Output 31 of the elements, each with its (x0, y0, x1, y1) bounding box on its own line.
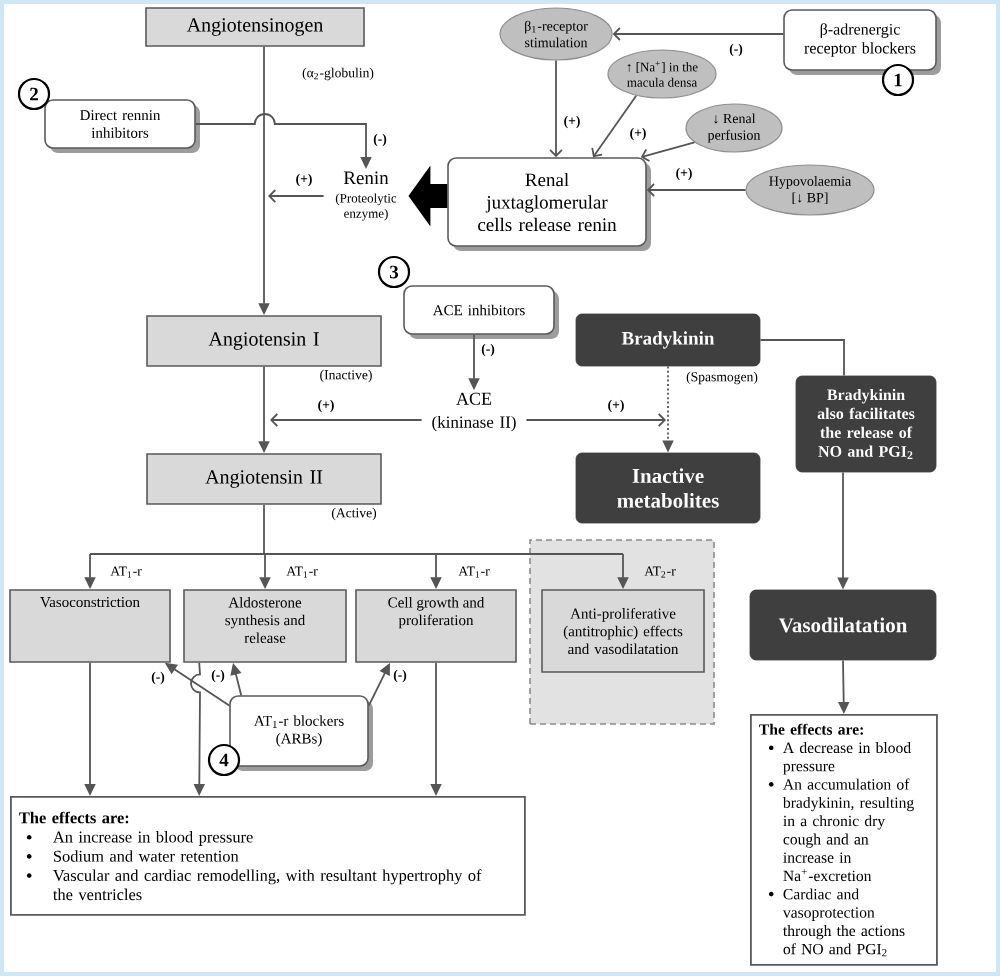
process-box: Angiotensin II (146, 453, 382, 505)
callout-number: 1 (881, 63, 915, 97)
effects-box (10, 796, 526, 916)
process-box: Bradykinin (575, 313, 761, 367)
list-item: Sodium and water retention (54, 850, 239, 862)
term-label: Renin (343, 171, 389, 185)
connector-line (759, 339, 845, 377)
process-box: Angiotensinogen (145, 7, 365, 47)
list-item: An increase in blood pressure (53, 831, 253, 846)
term-label: ACE (456, 392, 492, 405)
effects-box (750, 714, 938, 966)
process-box: Vasodilatation (749, 589, 937, 661)
note-text: (kininase II) (432, 415, 516, 432)
callout-number: 4 (207, 743, 241, 777)
process-box: Angiotensin I (146, 315, 382, 367)
process-box: Bradykinin also facilitates the release of NO and PGI$_{2}$ (795, 375, 937, 473)
arrow (612, 27, 785, 41)
arrow (525, 413, 666, 427)
list-item: Vascular and cardiac remodelling, with resultant hypertrophy of the ventricles (53, 869, 482, 901)
arrow (270, 413, 423, 427)
callout-number: 3 (377, 255, 411, 289)
callout-number: 2 (17, 77, 51, 111)
arrow (646, 183, 747, 197)
arrow (268, 189, 325, 203)
process-box: Renal juxtaglomerular cells release renin (447, 157, 651, 251)
connector-line (89, 503, 624, 555)
arrow (549, 59, 563, 158)
arrow (591, 94, 638, 158)
process-box: Inactive metabolites (575, 452, 761, 524)
list-heading: The effects are: (19, 811, 129, 824)
arrow (640, 141, 696, 162)
